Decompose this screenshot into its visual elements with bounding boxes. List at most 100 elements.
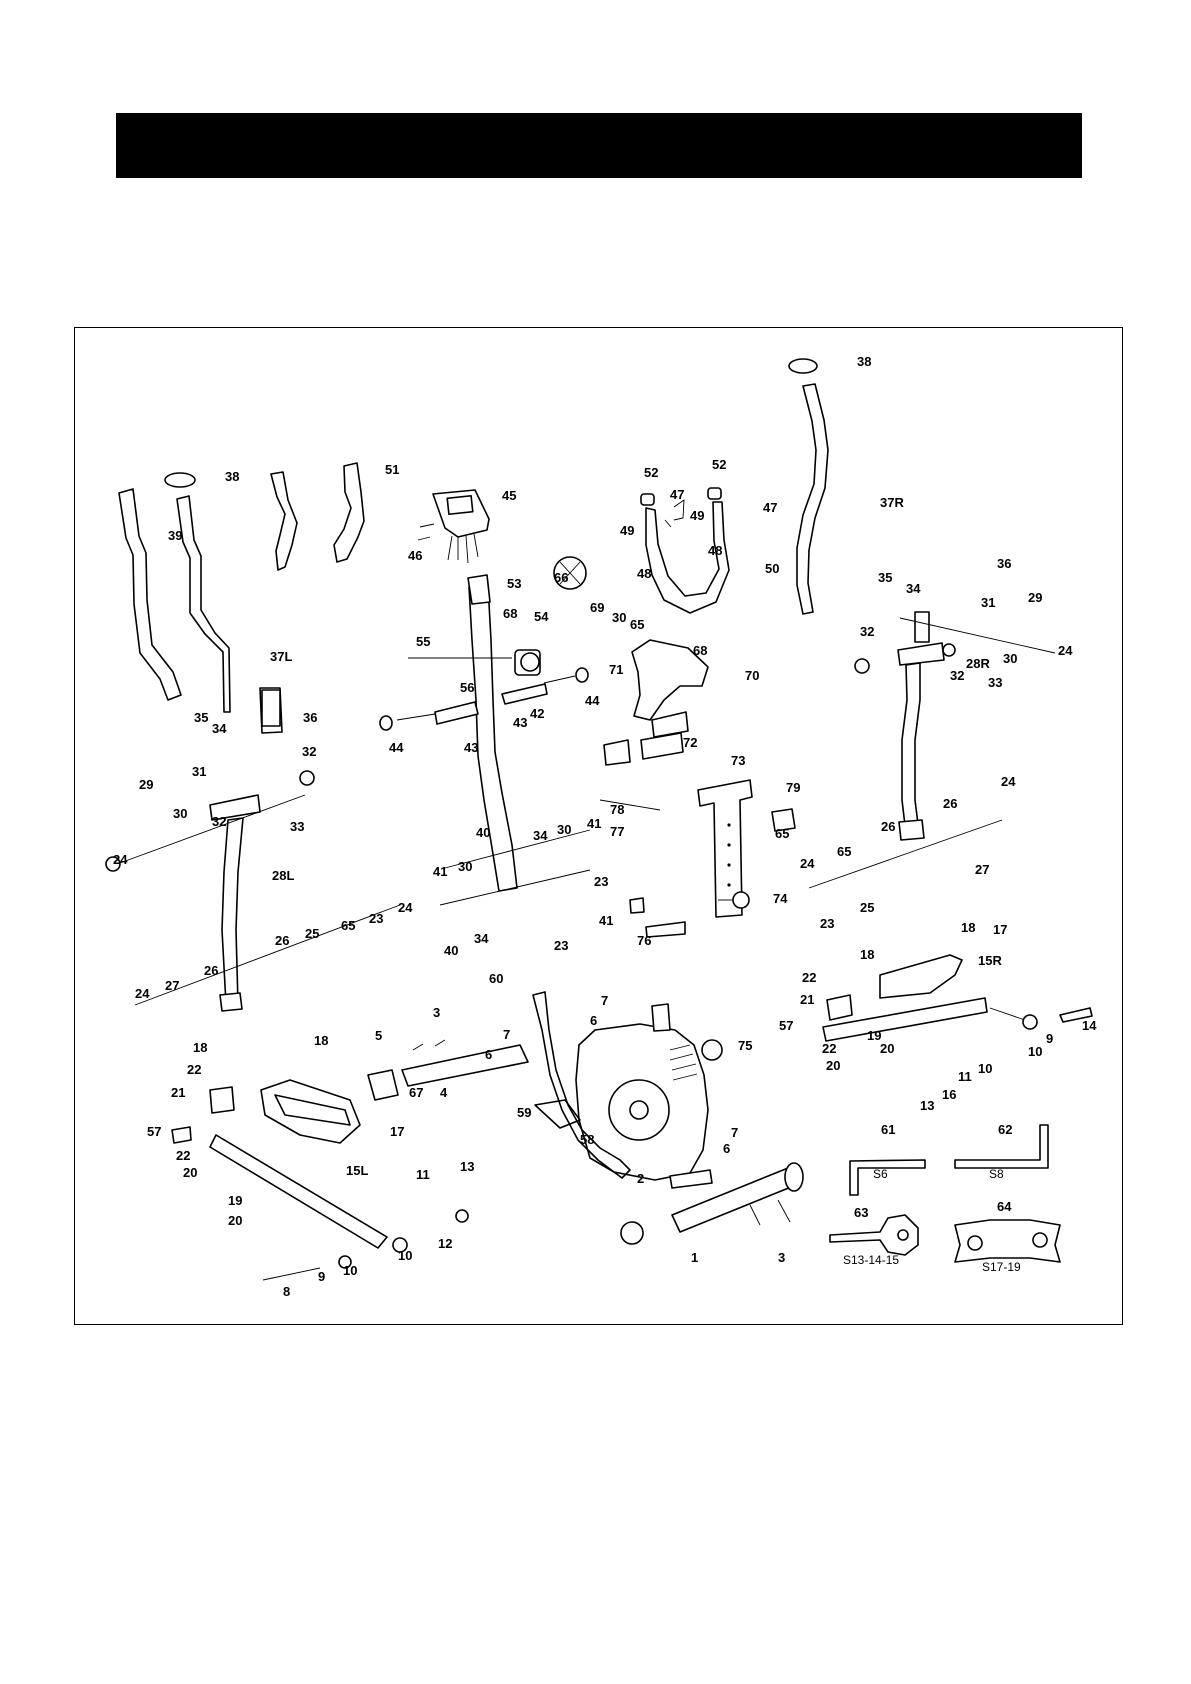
tool-size-label: S13-14-15 xyxy=(843,1253,899,1267)
seat-70 xyxy=(631,639,709,738)
part-label-52: 52 xyxy=(712,457,726,472)
part-label-9: 9 xyxy=(1046,1031,1053,1046)
tool-size-label: S17-19 xyxy=(982,1260,1021,1274)
part-label-28r: 28R xyxy=(966,656,990,671)
part-label-35: 35 xyxy=(878,570,892,585)
part-label-36: 36 xyxy=(997,556,1011,571)
part-label-17: 17 xyxy=(390,1124,404,1139)
part-label-60: 60 xyxy=(489,971,503,986)
part-label-30: 30 xyxy=(173,806,187,821)
part-label-26: 26 xyxy=(275,933,289,948)
allen-key-61-s6 xyxy=(849,1159,926,1196)
part-label-5: 5 xyxy=(375,1028,382,1043)
part-label-76: 76 xyxy=(637,933,651,948)
part-label-38: 38 xyxy=(225,469,239,484)
part-label-1: 1 xyxy=(691,1250,698,1265)
part-label-78: 78 xyxy=(610,802,624,817)
hanger-66 xyxy=(553,556,587,590)
part-label-25: 25 xyxy=(305,926,319,941)
part-label-41: 41 xyxy=(599,913,613,928)
sleeve-79 xyxy=(771,808,796,832)
part-label-48: 48 xyxy=(637,566,651,581)
part-label-75: 75 xyxy=(738,1038,752,1053)
part-label-69: 69 xyxy=(590,600,604,615)
part-label-24: 24 xyxy=(398,900,413,915)
part-label-57: 57 xyxy=(147,1124,161,1139)
part-label-47: 47 xyxy=(763,500,777,515)
part-label-49: 49 xyxy=(690,508,704,523)
part-label-10: 10 xyxy=(343,1263,357,1278)
part-label-18: 18 xyxy=(860,947,874,962)
part-label-4: 4 xyxy=(440,1085,448,1100)
seat-post-73 xyxy=(697,779,753,918)
part-label-9: 9 xyxy=(318,1269,325,1284)
part-label-77: 77 xyxy=(610,824,624,839)
part-label-16: 16 xyxy=(942,1087,956,1102)
part-label-34: 34 xyxy=(212,721,227,736)
part-label-67: 67 xyxy=(409,1085,423,1100)
part-label-22: 22 xyxy=(176,1148,190,1163)
cap-38-left xyxy=(164,472,196,488)
part-label-7: 7 xyxy=(601,993,608,1008)
part-label-26: 26 xyxy=(943,796,957,811)
part-label-18: 18 xyxy=(961,920,975,935)
seat-slider-71-72 xyxy=(603,732,684,766)
part-label-65: 65 xyxy=(341,918,355,933)
part-label-42: 42 xyxy=(530,706,544,721)
part-label-30: 30 xyxy=(612,610,626,625)
part-label-3: 3 xyxy=(778,1250,785,1265)
part-label-65: 65 xyxy=(630,617,644,632)
part-76 xyxy=(629,897,686,938)
part-label-35: 35 xyxy=(194,710,208,725)
part-label-51: 51 xyxy=(385,462,399,477)
part-label-29: 29 xyxy=(1028,590,1042,605)
tool-size-label: S8 xyxy=(989,1167,1004,1181)
part-label-15l: 15L xyxy=(346,1163,368,1178)
part-label-62: 62 xyxy=(998,1122,1012,1137)
part-label-68: 68 xyxy=(693,643,707,658)
part-label-36: 36 xyxy=(303,710,317,725)
console-45 xyxy=(417,489,490,564)
part-label-65: 65 xyxy=(837,844,851,859)
part-label-10: 10 xyxy=(1028,1044,1042,1059)
handlebar-37l xyxy=(176,495,231,713)
handlebar-grip xyxy=(270,471,298,571)
swing-arm-28r xyxy=(808,611,1056,889)
part-label-24: 24 xyxy=(1001,774,1016,789)
part-label-21: 21 xyxy=(800,992,814,1007)
part-label-40: 40 xyxy=(476,825,490,840)
part-label-40: 40 xyxy=(444,943,458,958)
tool-size-label: S6 xyxy=(873,1167,888,1181)
part-label-27: 27 xyxy=(165,978,179,993)
part-label-64: 64 xyxy=(997,1199,1012,1214)
part-label-17: 17 xyxy=(993,922,1007,937)
part-label-23: 23 xyxy=(369,911,383,926)
part-label-34: 34 xyxy=(533,828,548,843)
part-label-21: 21 xyxy=(171,1085,185,1100)
part-label-23: 23 xyxy=(820,916,834,931)
main-frame-58 xyxy=(532,991,713,1189)
handlebar-37r xyxy=(796,383,829,615)
part-label-20: 20 xyxy=(880,1041,894,1056)
part-label-2: 2 xyxy=(637,1171,644,1186)
part-label-19: 19 xyxy=(228,1193,242,1208)
pedal-17-right xyxy=(822,954,1093,1042)
part-label-61: 61 xyxy=(881,1122,895,1137)
part-label-54: 54 xyxy=(534,609,549,624)
part-label-20: 20 xyxy=(183,1165,197,1180)
crossbar-4-5 xyxy=(367,1039,529,1101)
part-label-3: 3 xyxy=(433,1005,440,1020)
part-label-28l: 28L xyxy=(272,868,294,883)
part-label-49: 49 xyxy=(620,523,634,538)
part-label-30: 30 xyxy=(557,822,571,837)
part-label-59: 59 xyxy=(517,1105,531,1120)
part-label-63: 63 xyxy=(854,1205,868,1220)
part-label-68: 68 xyxy=(503,606,517,621)
part-label-79: 79 xyxy=(786,780,800,795)
part-label-34: 34 xyxy=(906,581,921,596)
handlebar-51 xyxy=(333,462,365,563)
part-label-46: 46 xyxy=(408,548,422,563)
part-label-7: 7 xyxy=(503,1027,510,1042)
